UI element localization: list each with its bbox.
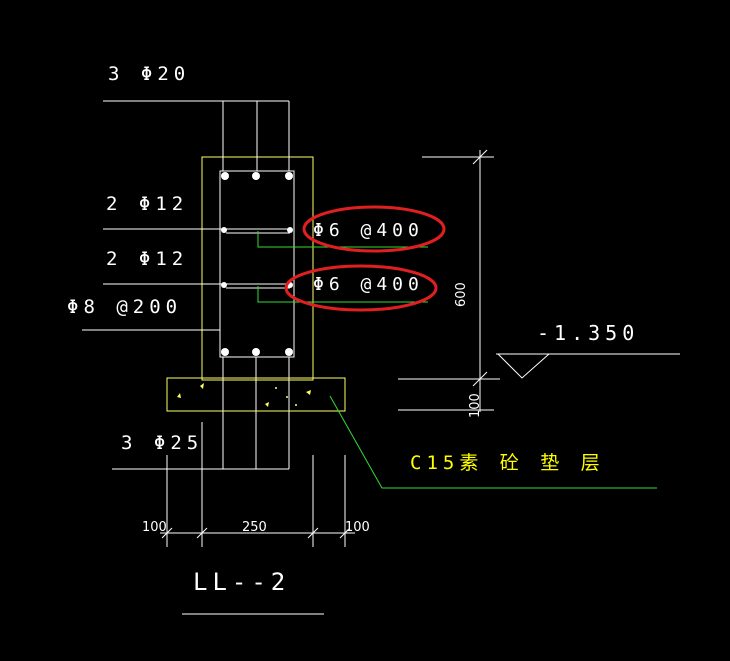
pad-material-leader <box>329 395 657 489</box>
bottom-rebar-dots <box>221 348 293 356</box>
dim-right-label: 100 <box>345 520 370 535</box>
elevation-label: -1.350 <box>537 321 639 345</box>
tie-upper-label: Φ6 @400 <box>313 220 424 241</box>
beam-concrete-outline <box>201 156 314 381</box>
height-dimension <box>398 149 500 412</box>
section-title: LL--2 <box>193 568 290 596</box>
tie-lower-label: Φ6 @400 <box>313 274 424 295</box>
highlight-ellipse-upper <box>302 205 446 253</box>
stirrup-label: Φ8 @200 <box>67 296 182 318</box>
height-dim-label: 600 <box>454 282 469 307</box>
side-bar-dots <box>221 227 293 288</box>
side-bar-lower-label: 2 Φ12 <box>106 248 188 270</box>
side-bars <box>82 228 290 331</box>
highlight-ellipse-lower <box>284 264 438 312</box>
concrete-pad <box>166 377 346 412</box>
pad-hatching <box>177 383 311 407</box>
bottom-rebar-leader <box>112 357 290 470</box>
pad-thickness-label: 100 <box>468 393 483 418</box>
top-rebar-leader <box>103 100 290 171</box>
bottom-rebar-label: 3 Φ25 <box>121 432 203 454</box>
dim-mid-label: 250 <box>242 520 267 535</box>
top-rebar-label: 3 Φ20 <box>108 63 190 85</box>
stirrup-outline <box>219 170 295 358</box>
side-bar-upper-label: 2 Φ12 <box>106 193 188 215</box>
tie-leaders <box>257 231 428 303</box>
pad-material-label: C15素 砼 垫 层 <box>410 452 605 474</box>
width-dimension <box>160 422 355 547</box>
dim-left-label: 100 <box>142 520 167 535</box>
elevation-marker <box>496 353 680 379</box>
top-rebar-dots <box>221 172 293 180</box>
